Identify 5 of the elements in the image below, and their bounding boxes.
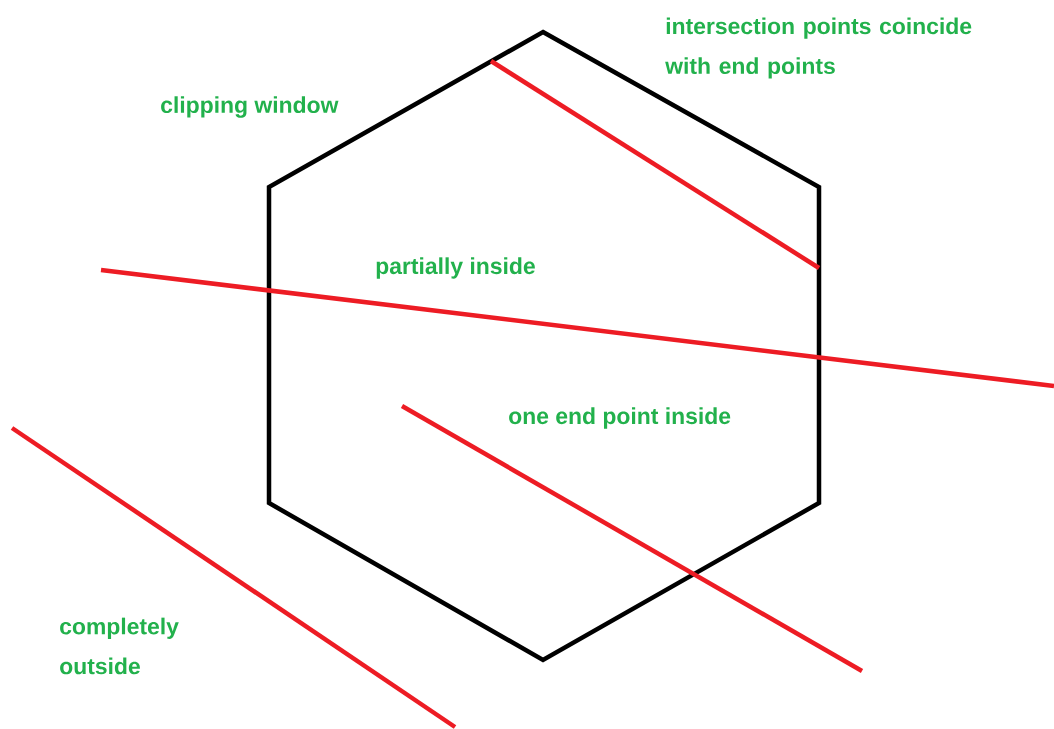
text-label: clipping window: [161, 96, 339, 118]
text-label: one end point inside: [509, 407, 731, 429]
text-label: intersection points coincide with end points: [665, 17, 972, 79]
text-label: completely outside: [60, 617, 179, 675]
text-label: partially inside: [376, 257, 535, 279]
